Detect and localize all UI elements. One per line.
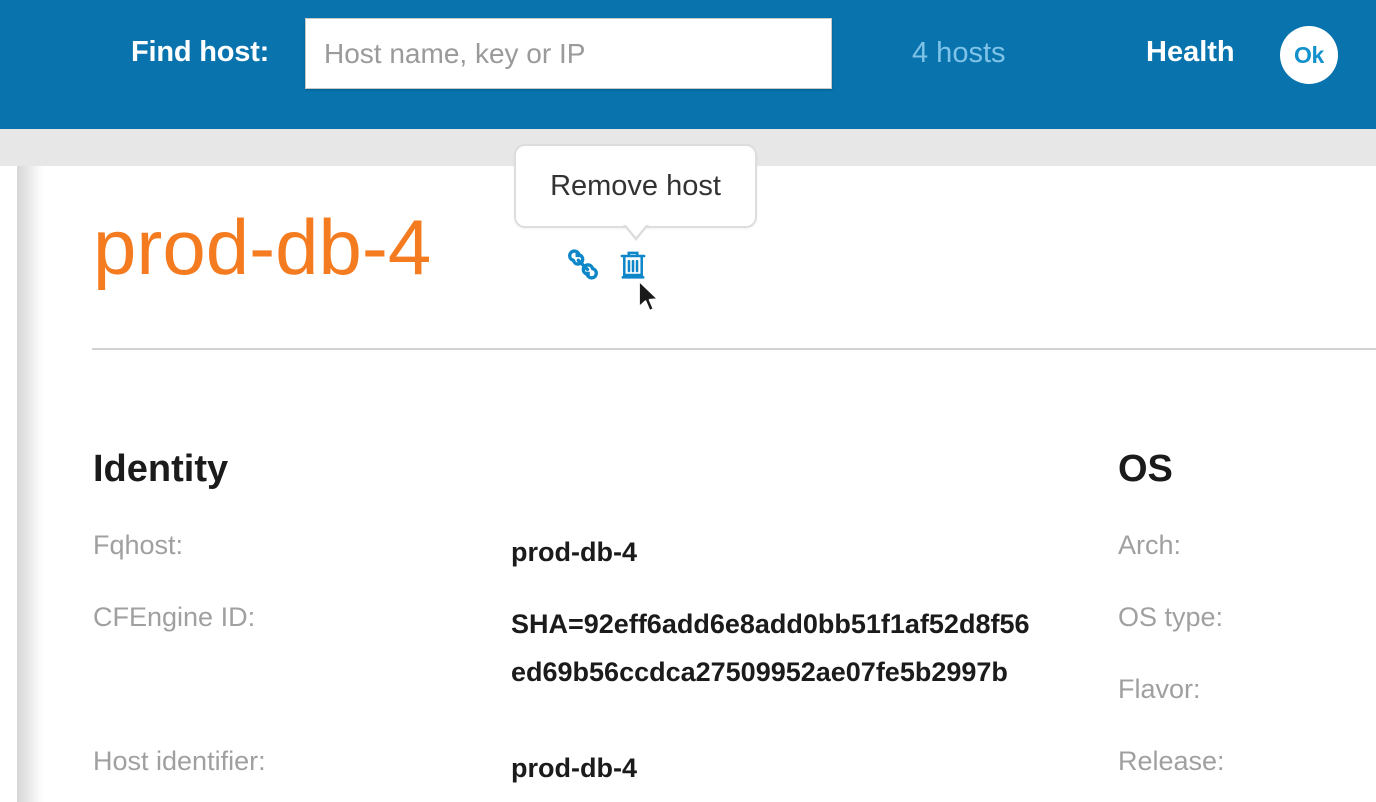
identity-label-fqhost: Fqhost: bbox=[93, 530, 184, 560]
identity-value-host-identifier: prod-db-4 bbox=[511, 753, 637, 783]
hosts-count-label[interactable]: 4 hosts bbox=[912, 37, 1006, 69]
identity-label-cfengine-id: CFEngine ID: bbox=[93, 602, 256, 632]
tooltip-text: Remove host bbox=[550, 169, 721, 202]
identity-value-cfengine-id: SHA=92eff6add6e8add0bb51f1af52d8f56ed69b… bbox=[511, 609, 1030, 687]
trash-icon[interactable] bbox=[616, 248, 650, 282]
os-label-os-type: OS type: bbox=[1118, 602, 1224, 632]
host-detail-panel bbox=[17, 166, 1376, 802]
health-status-badge[interactable]: Ok bbox=[1280, 26, 1338, 84]
os-label-arch: Arch: bbox=[1118, 530, 1182, 560]
page-title: prod-db-4 bbox=[93, 203, 432, 291]
health-label: Health bbox=[1146, 36, 1235, 68]
find-host-label: Find host: bbox=[131, 36, 270, 68]
os-label-release: Release: bbox=[1118, 746, 1225, 776]
identity-section-heading: Identity bbox=[93, 448, 229, 490]
os-section-heading: OS bbox=[1118, 448, 1173, 490]
os-label-flavor: Flavor: bbox=[1118, 674, 1201, 704]
identity-label-host-identifier: Host identifier: bbox=[93, 746, 266, 776]
title-action-icons bbox=[566, 248, 650, 282]
top-navigation-bar: Find host: 4 hosts Health Ok bbox=[0, 0, 1376, 129]
tooltip-remove-host: Remove host bbox=[514, 144, 757, 228]
link-icon[interactable] bbox=[566, 248, 600, 282]
search-input[interactable] bbox=[306, 19, 831, 88]
search-input-container[interactable] bbox=[305, 18, 832, 89]
title-divider bbox=[92, 348, 1376, 350]
identity-value-fqhost: prod-db-4 bbox=[511, 537, 637, 567]
